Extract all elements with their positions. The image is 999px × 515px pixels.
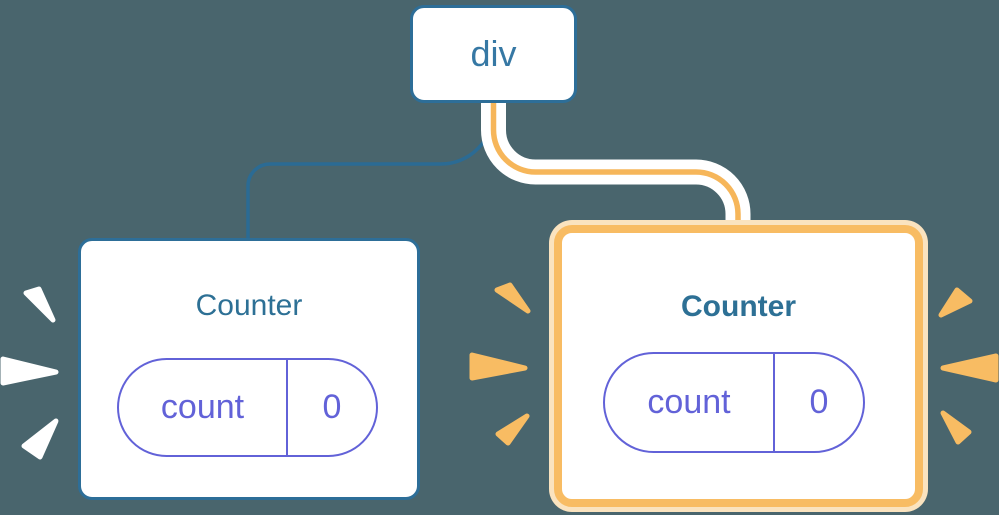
sparkle-wedge-icon	[940, 353, 999, 383]
sparkle-wedge-icon	[469, 352, 528, 381]
sparkle-wedge-icon	[495, 413, 530, 446]
div-node-label: div	[470, 33, 517, 74]
counter-card-left: Counter count 0	[78, 238, 420, 500]
sparkle-burst-white-icon	[0, 286, 59, 460]
state-pill: count 0	[603, 352, 865, 453]
counter-card-right-highlighted: Counter count 0	[554, 225, 923, 507]
edge-div-to-right-counter-core	[490, 100, 741, 242]
state-value: 0	[322, 388, 342, 426]
sparkle-wedge-icon	[938, 287, 973, 318]
sparkle-burst-orange-left-icon	[469, 282, 531, 446]
counter-title: Counter	[681, 290, 796, 323]
sparkle-burst-orange-right-icon	[938, 287, 999, 445]
state-pill: count 0	[117, 358, 378, 457]
tree-node-div: div	[410, 5, 577, 103]
state-value: 0	[809, 383, 829, 421]
state-name: count	[119, 360, 288, 455]
sparkle-wedge-icon	[23, 286, 56, 323]
sparkle-wedge-icon	[21, 418, 59, 460]
counter-title: Counter	[195, 289, 303, 322]
sparkle-wedge-icon	[940, 410, 972, 445]
state-name: count	[605, 354, 775, 451]
edge-div-to-left-counter	[246, 100, 495, 246]
sparkle-wedge-icon	[0, 356, 59, 386]
sparkle-wedge-icon	[494, 282, 531, 314]
